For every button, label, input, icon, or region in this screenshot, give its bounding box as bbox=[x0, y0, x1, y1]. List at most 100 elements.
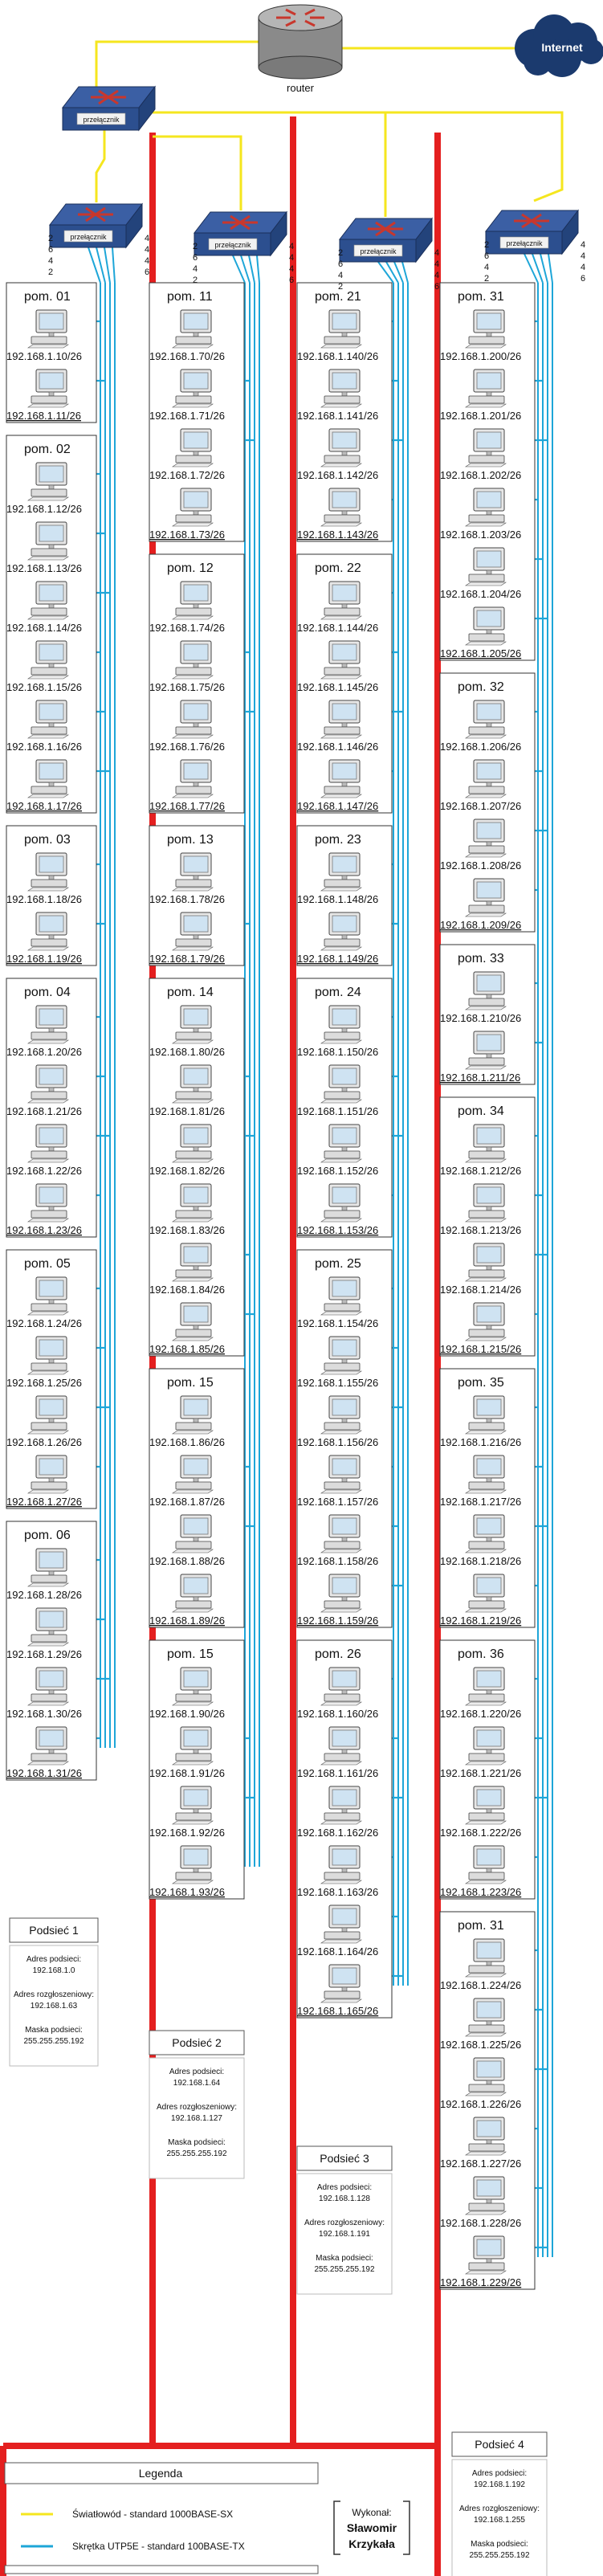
fiber-links bbox=[95, 40, 564, 217]
subnet-title: Podsieć 3 bbox=[320, 2152, 369, 2165]
broadcast-address: 192.168.1.127 bbox=[171, 2114, 222, 2123]
room-name: pom. 22 bbox=[315, 561, 361, 575]
author-last-name: Krzykała bbox=[348, 2537, 395, 2550]
ip-address: 192.168.1.17/26 bbox=[6, 800, 82, 812]
computer-icon bbox=[465, 1938, 507, 1978]
computer-icon bbox=[172, 1574, 214, 1613]
room-name: pom. 04 bbox=[24, 986, 71, 999]
room: pom. 21192.168.1.140/26192.168.1.141/261… bbox=[296, 282, 393, 542]
computer-icon bbox=[27, 852, 69, 892]
ip-address: 192.168.1.206/26 bbox=[440, 741, 521, 753]
ip-address: 192.168.1.165/26 bbox=[297, 2005, 378, 2017]
ip-address: 192.168.1.218/26 bbox=[440, 1555, 521, 1567]
computer-icon bbox=[465, 1183, 507, 1223]
subnet-address-label: Adres podsieci: bbox=[472, 2469, 527, 2478]
room-name: pom. 36 bbox=[458, 1647, 504, 1661]
utp-trunk bbox=[385, 261, 399, 284]
computer-icon bbox=[320, 759, 362, 798]
port-label: 4 bbox=[581, 251, 585, 261]
computer-icon bbox=[172, 1786, 214, 1825]
computer-icon bbox=[27, 1005, 69, 1044]
computer-icon bbox=[465, 1998, 507, 2037]
room: pom. 15192.168.1.90/26192.168.1.91/26192… bbox=[149, 1639, 245, 1900]
computer-icon bbox=[27, 912, 69, 951]
mask-label: Maska podsieci: bbox=[316, 2254, 373, 2263]
room: pom. 35192.168.1.216/26192.168.1.217/261… bbox=[439, 1368, 536, 1628]
broadcast-address: 192.168.1.255 bbox=[474, 2516, 525, 2525]
port-label: 6 bbox=[338, 259, 343, 269]
computer-icon bbox=[172, 700, 214, 739]
ip-address: 192.168.1.84/26 bbox=[149, 1284, 225, 1296]
ip-address: 192.168.1.204/26 bbox=[440, 588, 521, 600]
port-label: 6 bbox=[48, 245, 53, 255]
subnet-address: 192.168.1.64 bbox=[173, 2079, 221, 2088]
computer-icon bbox=[320, 912, 362, 951]
computer-icon bbox=[27, 1548, 69, 1587]
computer-icon bbox=[465, 1726, 507, 1766]
port-label: 2 bbox=[484, 240, 489, 250]
computer-icon bbox=[465, 1124, 507, 1163]
computer-icon bbox=[172, 309, 214, 349]
ip-address: 192.168.1.148/26 bbox=[297, 893, 378, 905]
ip-address: 192.168.1.219/26 bbox=[440, 1615, 521, 1627]
router-icon bbox=[258, 4, 343, 80]
ip-address: 192.168.1.76/26 bbox=[149, 741, 225, 753]
computer-icon bbox=[465, 1395, 507, 1435]
subnet-address: 192.168.1.192 bbox=[474, 2480, 525, 2489]
computer-icon bbox=[27, 1726, 69, 1766]
ip-address: 192.168.1.18/26 bbox=[6, 893, 82, 905]
computer-icon bbox=[172, 1667, 214, 1706]
utp-trunk bbox=[96, 247, 106, 284]
ip-address: 192.168.1.164/26 bbox=[297, 1945, 378, 1958]
room-name: pom. 13 bbox=[167, 833, 214, 847]
port-label: 6 bbox=[434, 282, 439, 292]
room: pom. 36192.168.1.220/26192.168.1.221/261… bbox=[439, 1639, 536, 1900]
ip-address: 192.168.1.31/26 bbox=[6, 1767, 82, 1779]
broadcast-label: Adres rozgłoszeniowy: bbox=[459, 2505, 540, 2513]
computer-icon bbox=[27, 462, 69, 501]
ip-address: 192.168.1.83/26 bbox=[149, 1224, 225, 1236]
subnet-title: Podsieć 1 bbox=[29, 1924, 79, 1937]
ip-address: 192.168.1.205/26 bbox=[440, 647, 521, 659]
computer-icon bbox=[465, 1302, 507, 1341]
access-switch-icon: przełącznik bbox=[193, 210, 288, 257]
computer-icon bbox=[172, 581, 214, 620]
ip-address: 192.168.1.200/26 bbox=[440, 350, 521, 362]
computer-icon bbox=[320, 1276, 362, 1316]
ip-address: 192.168.1.143/26 bbox=[297, 529, 378, 541]
computer-icon bbox=[465, 1845, 507, 1884]
ip-address: 192.168.1.160/26 bbox=[297, 1708, 378, 1720]
computer-icon bbox=[465, 1243, 507, 1282]
computer-icon bbox=[320, 1455, 362, 1494]
ip-address: 192.168.1.73/26 bbox=[149, 529, 225, 541]
subnet-mask: 255.255.255.192 bbox=[23, 2037, 84, 2046]
ip-address: 192.168.1.214/26 bbox=[440, 1284, 521, 1296]
ip-address: 192.168.1.144/26 bbox=[297, 622, 378, 634]
ip-address: 192.168.1.222/26 bbox=[440, 1827, 521, 1839]
ip-address: 192.168.1.85/26 bbox=[149, 1343, 225, 1355]
port-label: 4 bbox=[289, 264, 294, 274]
computer-icon bbox=[27, 1667, 69, 1706]
broadcast-address: 192.168.1.191 bbox=[319, 2230, 370, 2239]
computer-icon bbox=[320, 1726, 362, 1766]
computer-icon bbox=[320, 1667, 362, 1706]
computer-icon bbox=[320, 640, 362, 680]
computer-icon bbox=[465, 547, 507, 586]
ip-address: 192.168.1.161/26 bbox=[297, 1767, 378, 1779]
port-label: 4 bbox=[289, 253, 294, 263]
ip-address: 192.168.1.146/26 bbox=[297, 741, 378, 753]
ip-address: 192.168.1.29/26 bbox=[6, 1648, 82, 1660]
ip-address: 192.168.1.11/26 bbox=[6, 410, 81, 422]
ip-address: 192.168.1.142/26 bbox=[297, 469, 378, 481]
computer-icon bbox=[27, 309, 69, 349]
utp-trunk bbox=[548, 253, 553, 284]
room: pom. 25192.168.1.154/26192.168.1.155/261… bbox=[296, 1249, 393, 1628]
utp-trunk bbox=[232, 255, 246, 284]
port-label: 6 bbox=[145, 267, 149, 277]
ip-address: 192.168.1.77/26 bbox=[149, 800, 225, 812]
switch-label: przełącznik bbox=[360, 247, 397, 255]
ip-address: 192.168.1.74/26 bbox=[149, 622, 225, 634]
